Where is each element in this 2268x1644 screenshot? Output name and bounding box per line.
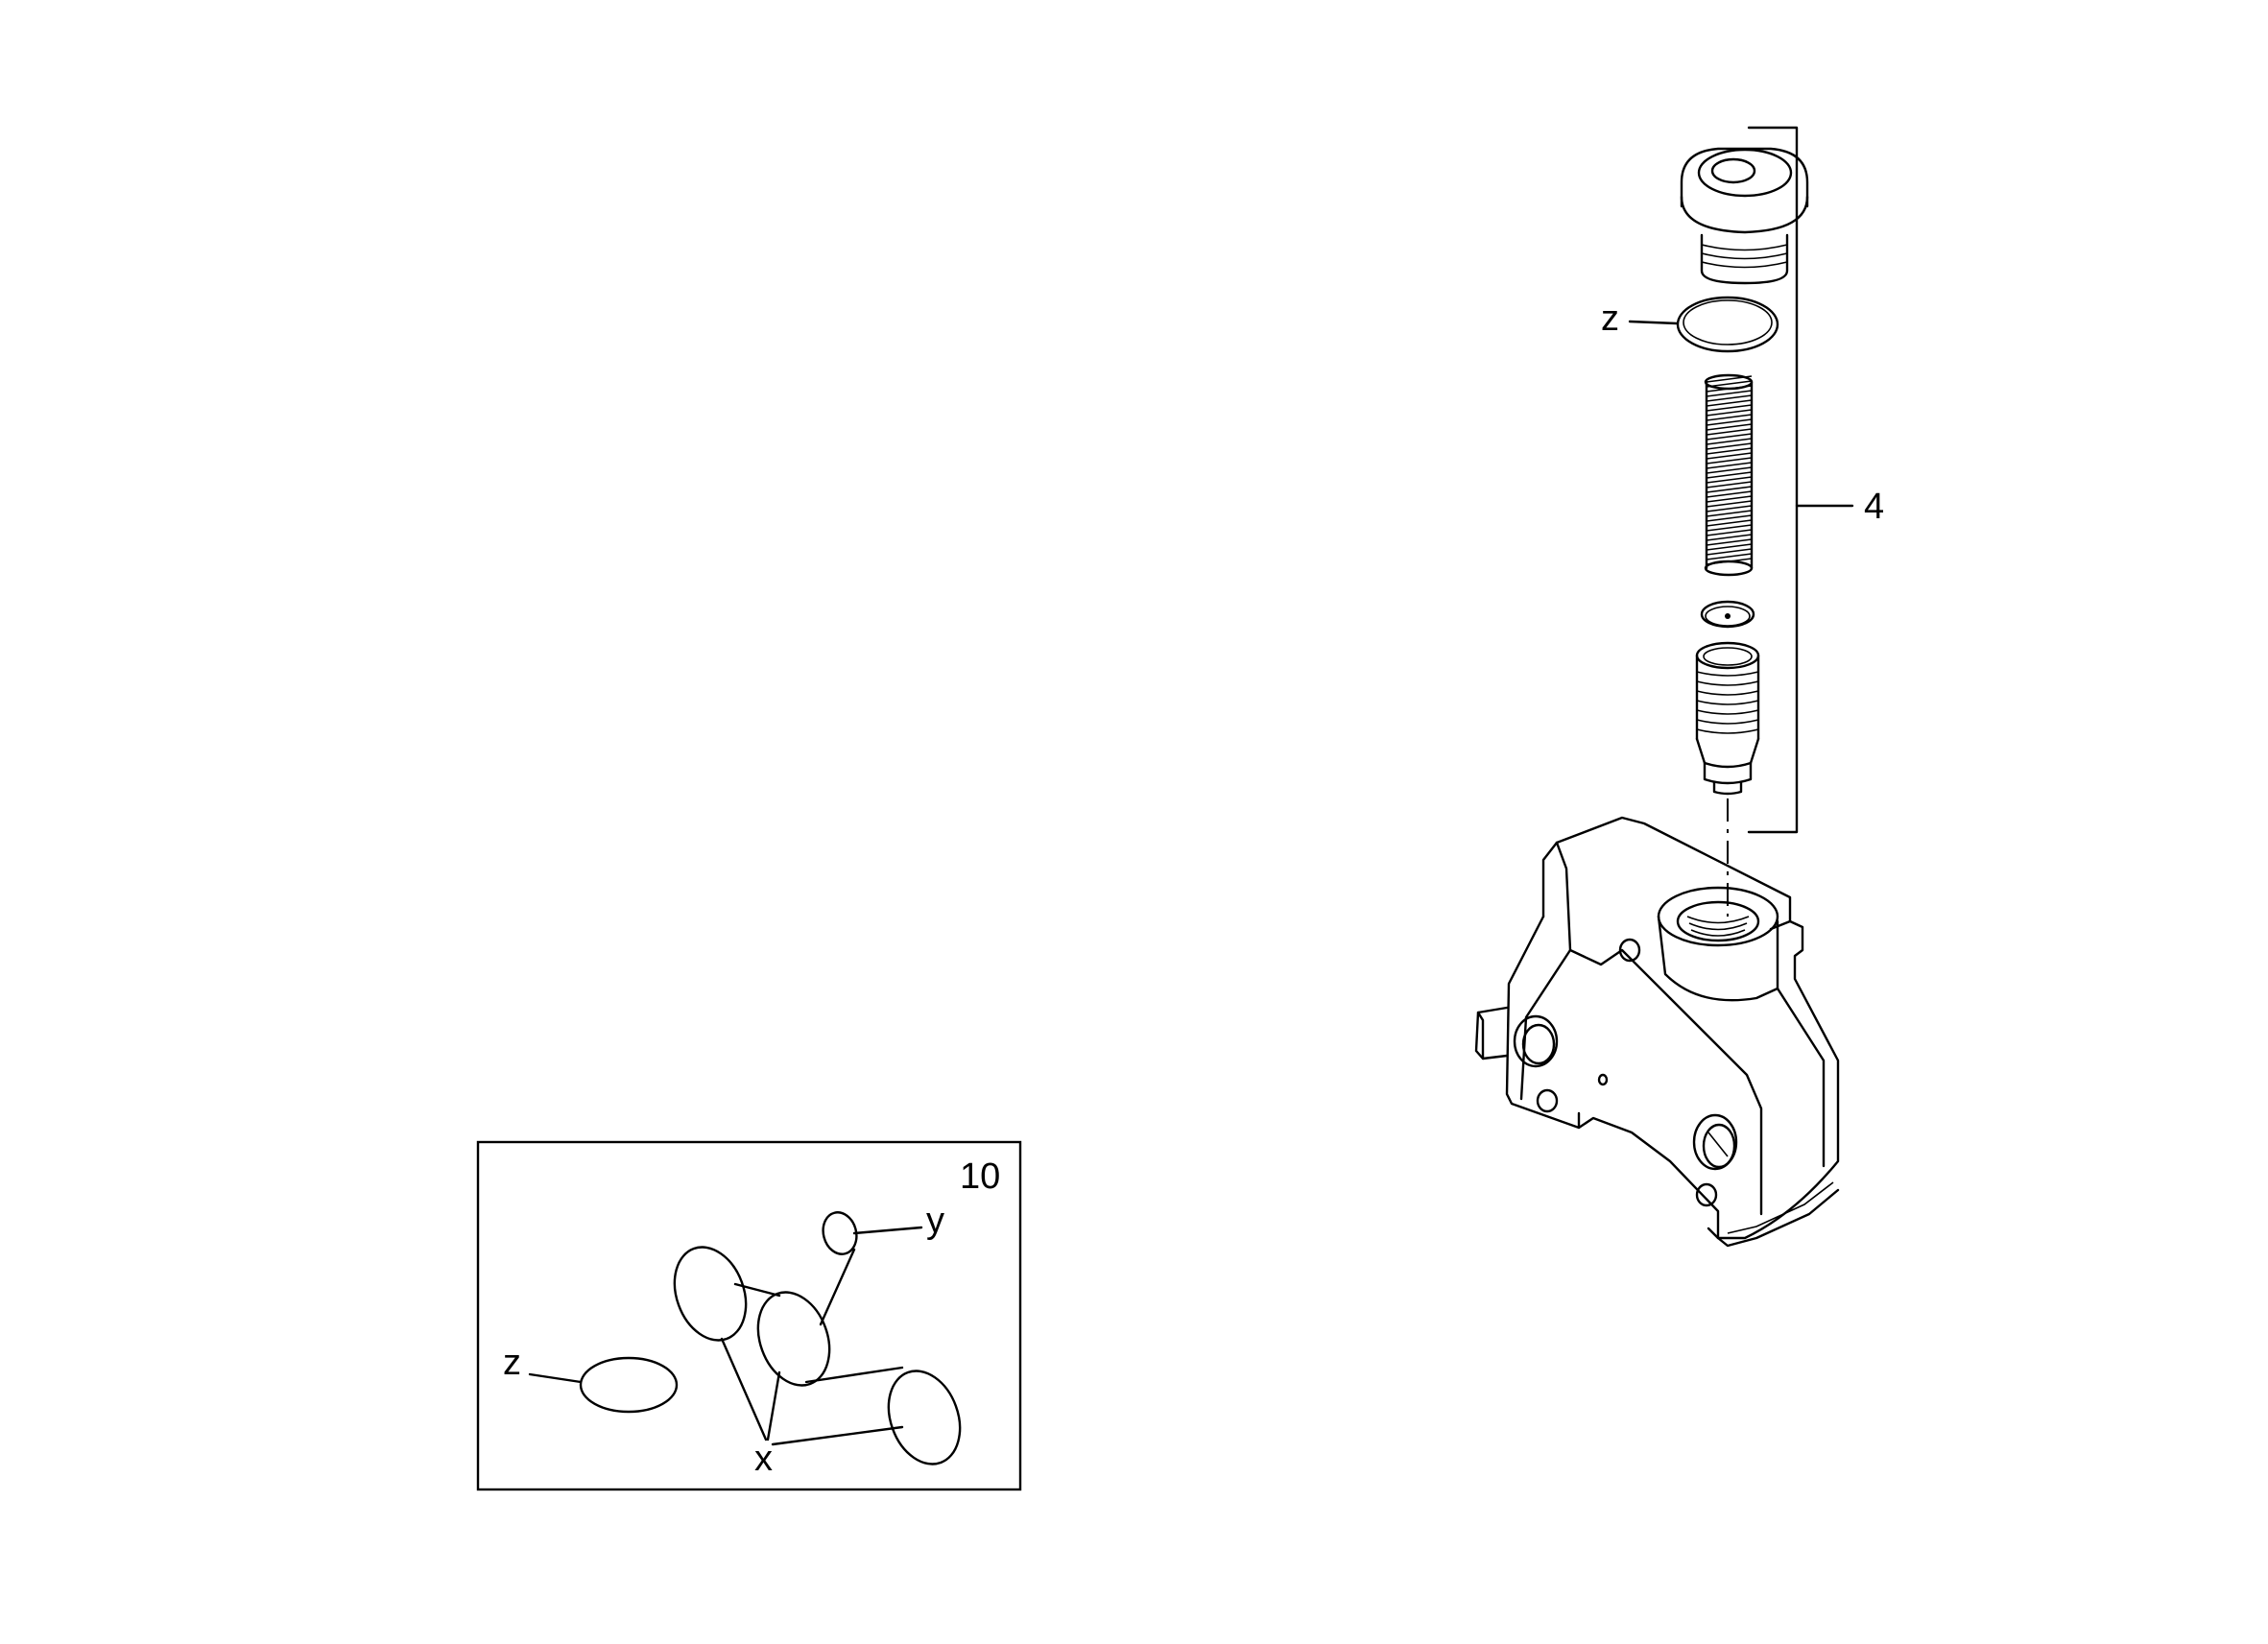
leader-z: [1628, 320, 1679, 325]
inset-box: [476, 1140, 1022, 1491]
callout-4: 4: [1864, 487, 1884, 527]
inset-number: 10: [960, 1156, 1000, 1197]
inset-leaders: [528, 1226, 923, 1446]
inset-seals: [579, 1211, 962, 1465]
spring: [1704, 373, 1754, 577]
inset-label-z: z: [503, 1343, 521, 1383]
o-ring-z: [1676, 296, 1779, 353]
valve-insert: [1695, 641, 1760, 796]
inset-label-y: y: [926, 1201, 944, 1241]
valve-cap: [1680, 147, 1809, 285]
inset-label-x: x: [754, 1439, 773, 1479]
washer: [1700, 600, 1755, 629]
valve-housing: [1474, 816, 1840, 1248]
assembly-bracket: [1747, 126, 1854, 834]
label-z: z: [1601, 298, 1619, 339]
